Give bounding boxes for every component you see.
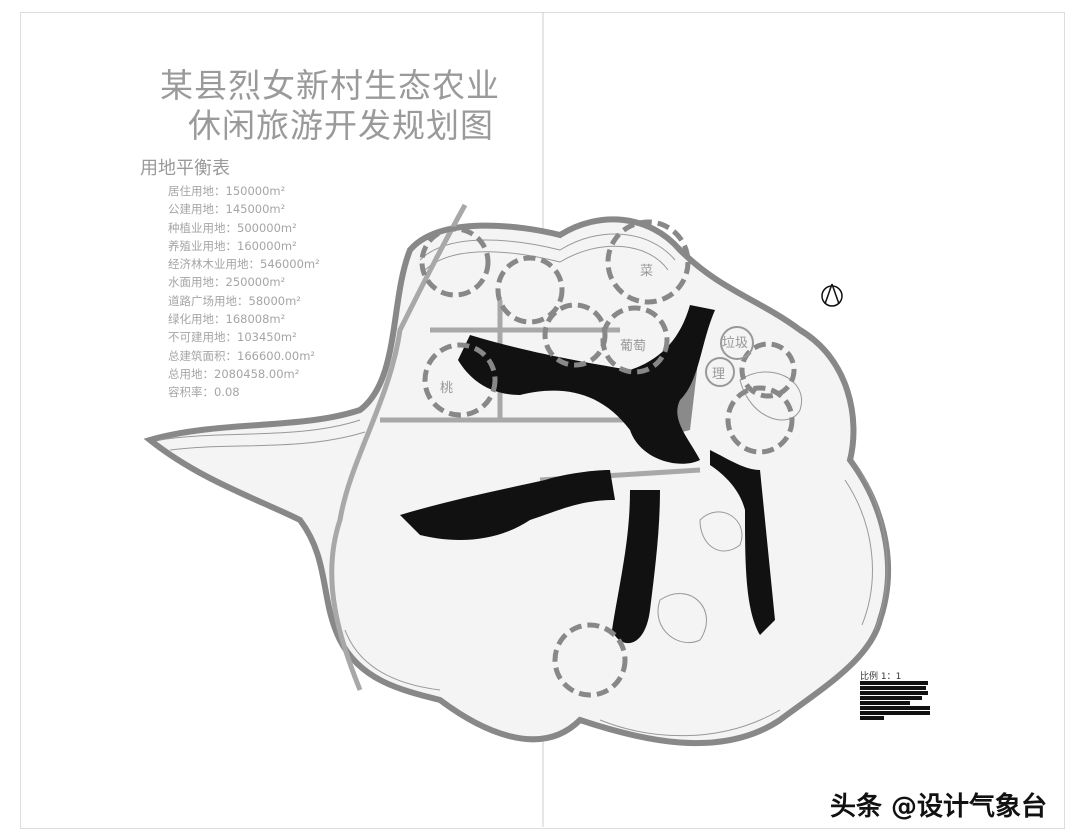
legend-item: 种植业用地：500000m² bbox=[168, 220, 297, 235]
water-west bbox=[400, 470, 615, 540]
legend-item: 经济林木业用地：546000m² bbox=[168, 257, 320, 272]
legend-item: 公建用地：145000m² bbox=[168, 202, 286, 217]
legend-item: 容积率：0.08 bbox=[168, 385, 240, 400]
legend-item: 不可建用地：103450m² bbox=[168, 330, 297, 345]
label-vegetable: 菜 bbox=[640, 264, 653, 279]
label-grape: 葡萄 bbox=[620, 339, 646, 354]
label-treatment: 理 bbox=[712, 367, 725, 382]
scale-label: 比例 1：1 bbox=[860, 672, 902, 682]
legend-item: 道路广场用地：58000m² bbox=[168, 293, 301, 308]
legend-item: 居住用地：150000m² bbox=[168, 184, 286, 198]
watermark: 头条 @设计气象台 bbox=[830, 792, 1048, 822]
legend-item: 总建筑面积：166600.00m² bbox=[168, 348, 316, 363]
facility-hexagons bbox=[705, 326, 754, 387]
legend-item: 水面用地：250000m² bbox=[168, 275, 286, 290]
land-balance-title: 用地平衡表 bbox=[140, 158, 230, 179]
legend-item: 总用地：2080458.00m² bbox=[168, 366, 300, 381]
contour-lines bbox=[159, 233, 888, 737]
water-south bbox=[612, 490, 660, 644]
map-title-line2: 休闲旅游开发规划图 bbox=[188, 106, 494, 145]
map-title-line1: 某县烈女新村生态农业 bbox=[160, 66, 500, 105]
label-garbage: 垃圾 bbox=[722, 336, 748, 351]
label-peach: 桃 bbox=[440, 381, 453, 396]
zone-circles bbox=[419, 219, 797, 698]
north-arrow-icon bbox=[821, 283, 843, 307]
water-north bbox=[458, 305, 715, 464]
legend-item: 养殖业用地：160000m² bbox=[168, 238, 297, 253]
water-east bbox=[710, 450, 775, 635]
legend-item: 绿化用地：168008m² bbox=[168, 312, 286, 327]
scale-legend-bars bbox=[860, 681, 930, 721]
water-bodies bbox=[400, 305, 775, 644]
land-balance-table: 居住用地：150000m² 公建用地：145000m² 种植业用地：500000… bbox=[168, 182, 320, 402]
